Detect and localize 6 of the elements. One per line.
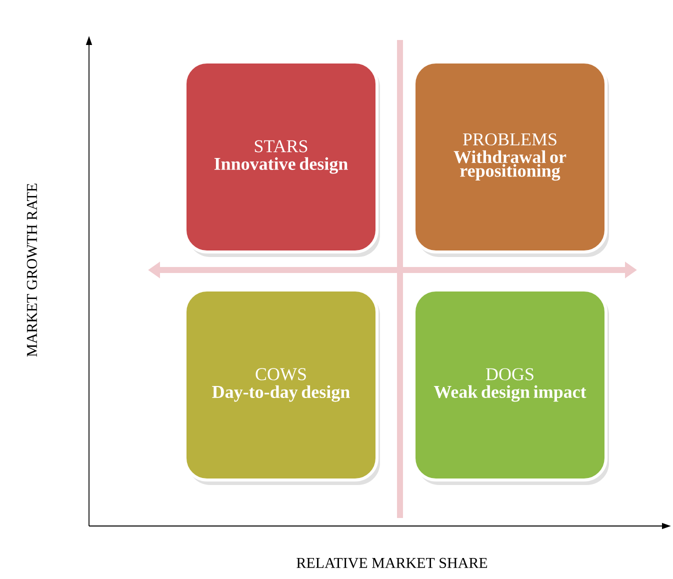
quadrant-box: PROBLEMS Withdrawal or repositioning — [412, 60, 608, 254]
quadrant-box: COWS Day-to-day design — [184, 288, 378, 482]
quadrant-box: DOGS Weak design impact — [412, 288, 608, 482]
axis-label: RELATIVE MARKET SHARE — [296, 558, 488, 568]
axis-label: MARKET GROWTH RATE — [26, 184, 38, 357]
quadrant-box: STARS Innovative design — [184, 60, 378, 254]
